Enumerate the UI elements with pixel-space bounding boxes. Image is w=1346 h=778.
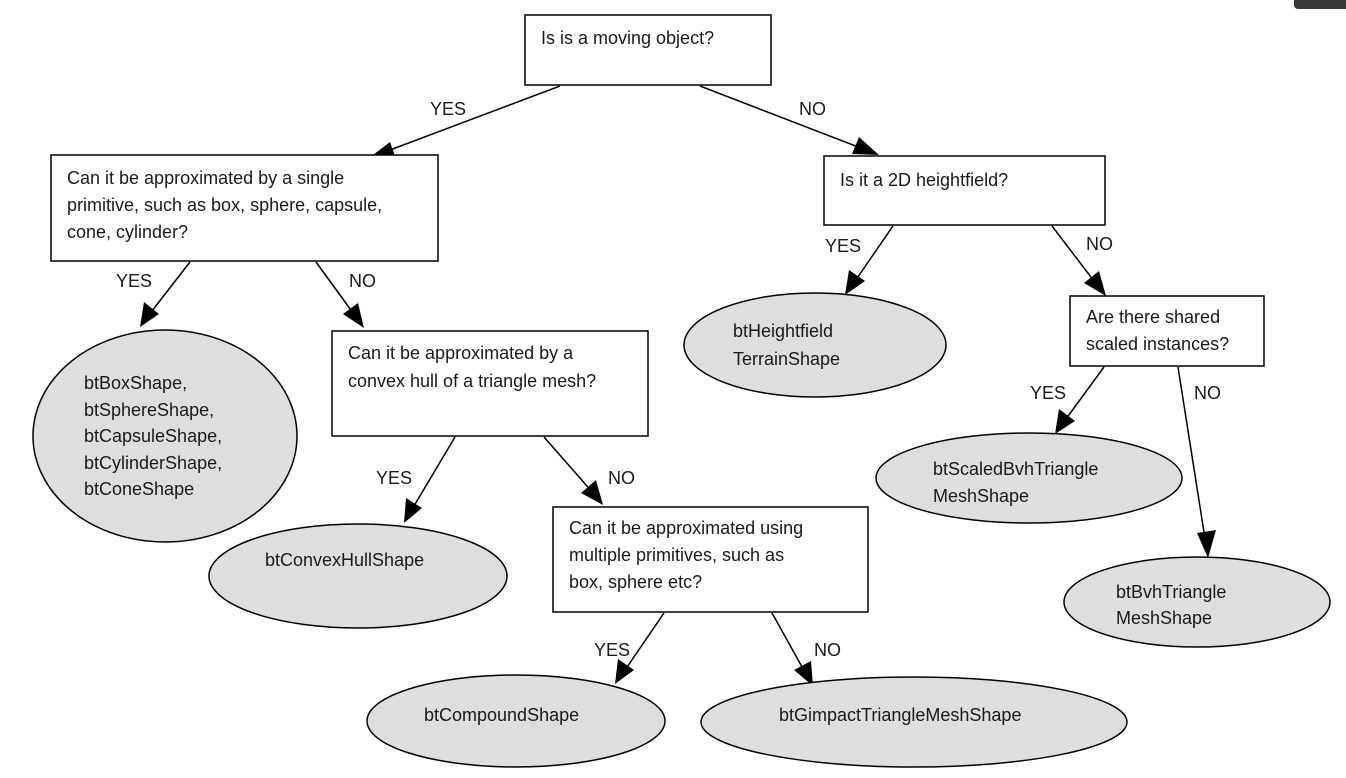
- shape-scaled-bvh-triangle-mesh: btScaledBvhTriangle MeshShape: [875, 432, 1183, 524]
- shape-heightfield-terrain: btHeightfield TerrainShape: [683, 292, 947, 398]
- edge-heightfield-no: [1051, 225, 1098, 286]
- shape-text: btBvhTriangle: [1116, 582, 1226, 602]
- arrowhead-icon: [852, 137, 879, 155]
- connectors: [140, 85, 1216, 686]
- decision-text: Can it be approximated using: [569, 518, 803, 538]
- shape-convex-hull: btConvexHullShape: [208, 523, 508, 629]
- arrowhead-icon: [615, 659, 634, 684]
- shape-text: btScaledBvhTriangle: [933, 459, 1098, 479]
- edge-primitive-no: [315, 261, 357, 318]
- decision-convex-hull: Can it be approximated by a convex hull …: [331, 330, 649, 437]
- decision-text: convex hull of a triangle mesh?: [348, 371, 596, 391]
- arrowhead-icon: [581, 480, 603, 505]
- shape-text: MeshShape: [1116, 608, 1212, 628]
- shape-text: btBoxShape,: [84, 373, 187, 393]
- label-no: NO: [1086, 234, 1113, 254]
- decision-text: Are there shared: [1086, 307, 1220, 327]
- label-yes: YES: [430, 99, 466, 119]
- edge-convex-yes: [410, 436, 456, 512]
- window-corner-tab: [1294, 0, 1346, 9]
- arrowhead-icon: [140, 302, 159, 327]
- decision-text: cone, cylinder?: [67, 222, 188, 242]
- decision-text: Is it a 2D heightfield?: [840, 170, 1008, 190]
- decision-text: box, sphere etc?: [569, 572, 702, 592]
- label-no: NO: [608, 468, 635, 488]
- label-yes: YES: [1030, 383, 1066, 403]
- decision-shared-scaled-instances: Are there shared scaled instances?: [1069, 295, 1265, 367]
- shape-bvh-triangle-mesh: btBvhTriangle MeshShape: [1063, 556, 1331, 648]
- decision-moving-object: Is is a moving object?: [524, 14, 772, 86]
- edge-labels: YES NO YES NO YES NO YES NO YES NO YES N…: [116, 99, 1221, 660]
- arrowhead-icon: [794, 661, 813, 686]
- decision-2d-heightfield: Is it a 2D heightfield?: [823, 155, 1106, 226]
- arrowhead-icon: [1197, 530, 1216, 558]
- edge-shared-no: [1177, 366, 1207, 546]
- shape-compound: btCompoundShape: [366, 674, 666, 768]
- edge-moving-yes: [381, 85, 561, 154]
- edge-convex-no: [543, 436, 595, 495]
- shape-text: btHeightfield: [733, 321, 833, 341]
- shape-text: btCompoundShape: [424, 705, 579, 725]
- shape-text: btSphereShape,: [84, 400, 214, 420]
- edge-primitive-yes: [147, 261, 191, 317]
- shape-text: MeshShape: [933, 486, 1029, 506]
- edge-moving-no: [699, 85, 867, 151]
- shape-text: btCapsuleShape,: [84, 426, 222, 446]
- arrowhead-icon: [845, 270, 865, 295]
- edge-heightfield-yes: [852, 225, 894, 285]
- shape-text: btCylinderShape,: [84, 453, 222, 473]
- arrowhead-icon: [1055, 409, 1075, 434]
- decision-multiple-primitives: Can it be approximated using multiple pr…: [552, 506, 869, 613]
- decision-text: Is is a moving object?: [541, 28, 714, 48]
- label-no: NO: [799, 99, 826, 119]
- decision-text: multiple primitives, such as: [569, 545, 784, 565]
- edge-multiple-yes: [622, 612, 665, 674]
- shape-primitives: btBoxShape, btSphereShape, btCapsuleShap…: [32, 329, 298, 543]
- arrowhead-icon: [343, 303, 364, 328]
- shape-text: TerrainShape: [733, 349, 840, 369]
- shape-text: btConvexHullShape: [265, 550, 424, 570]
- decision-text: Can it be approximated by a single: [67, 168, 344, 188]
- arrowhead-icon: [404, 498, 422, 523]
- decision-text: scaled instances?: [1086, 334, 1229, 354]
- arrowhead-icon: [1084, 271, 1106, 296]
- decision-single-primitive: Can it be approximated by a single primi…: [50, 154, 439, 262]
- edge-multiple-no: [771, 612, 807, 675]
- label-no: NO: [814, 640, 841, 660]
- edge-shared-yes: [1062, 366, 1105, 424]
- shape-text: btConeShape: [84, 479, 194, 499]
- label-no: NO: [349, 271, 376, 291]
- decision-text: Can it be approximated by a: [348, 343, 574, 363]
- decision-text: primitive, such as box, sphere, capsule,: [67, 195, 382, 215]
- label-yes: YES: [825, 236, 861, 256]
- shape-text: btGimpactTriangleMeshShape: [779, 705, 1021, 725]
- label-yes: YES: [116, 271, 152, 291]
- label-yes: YES: [376, 468, 412, 488]
- label-no: NO: [1194, 383, 1221, 403]
- label-yes: YES: [594, 640, 630, 660]
- shape-gimpact-triangle-mesh: btGimpactTriangleMeshShape: [700, 676, 1128, 768]
